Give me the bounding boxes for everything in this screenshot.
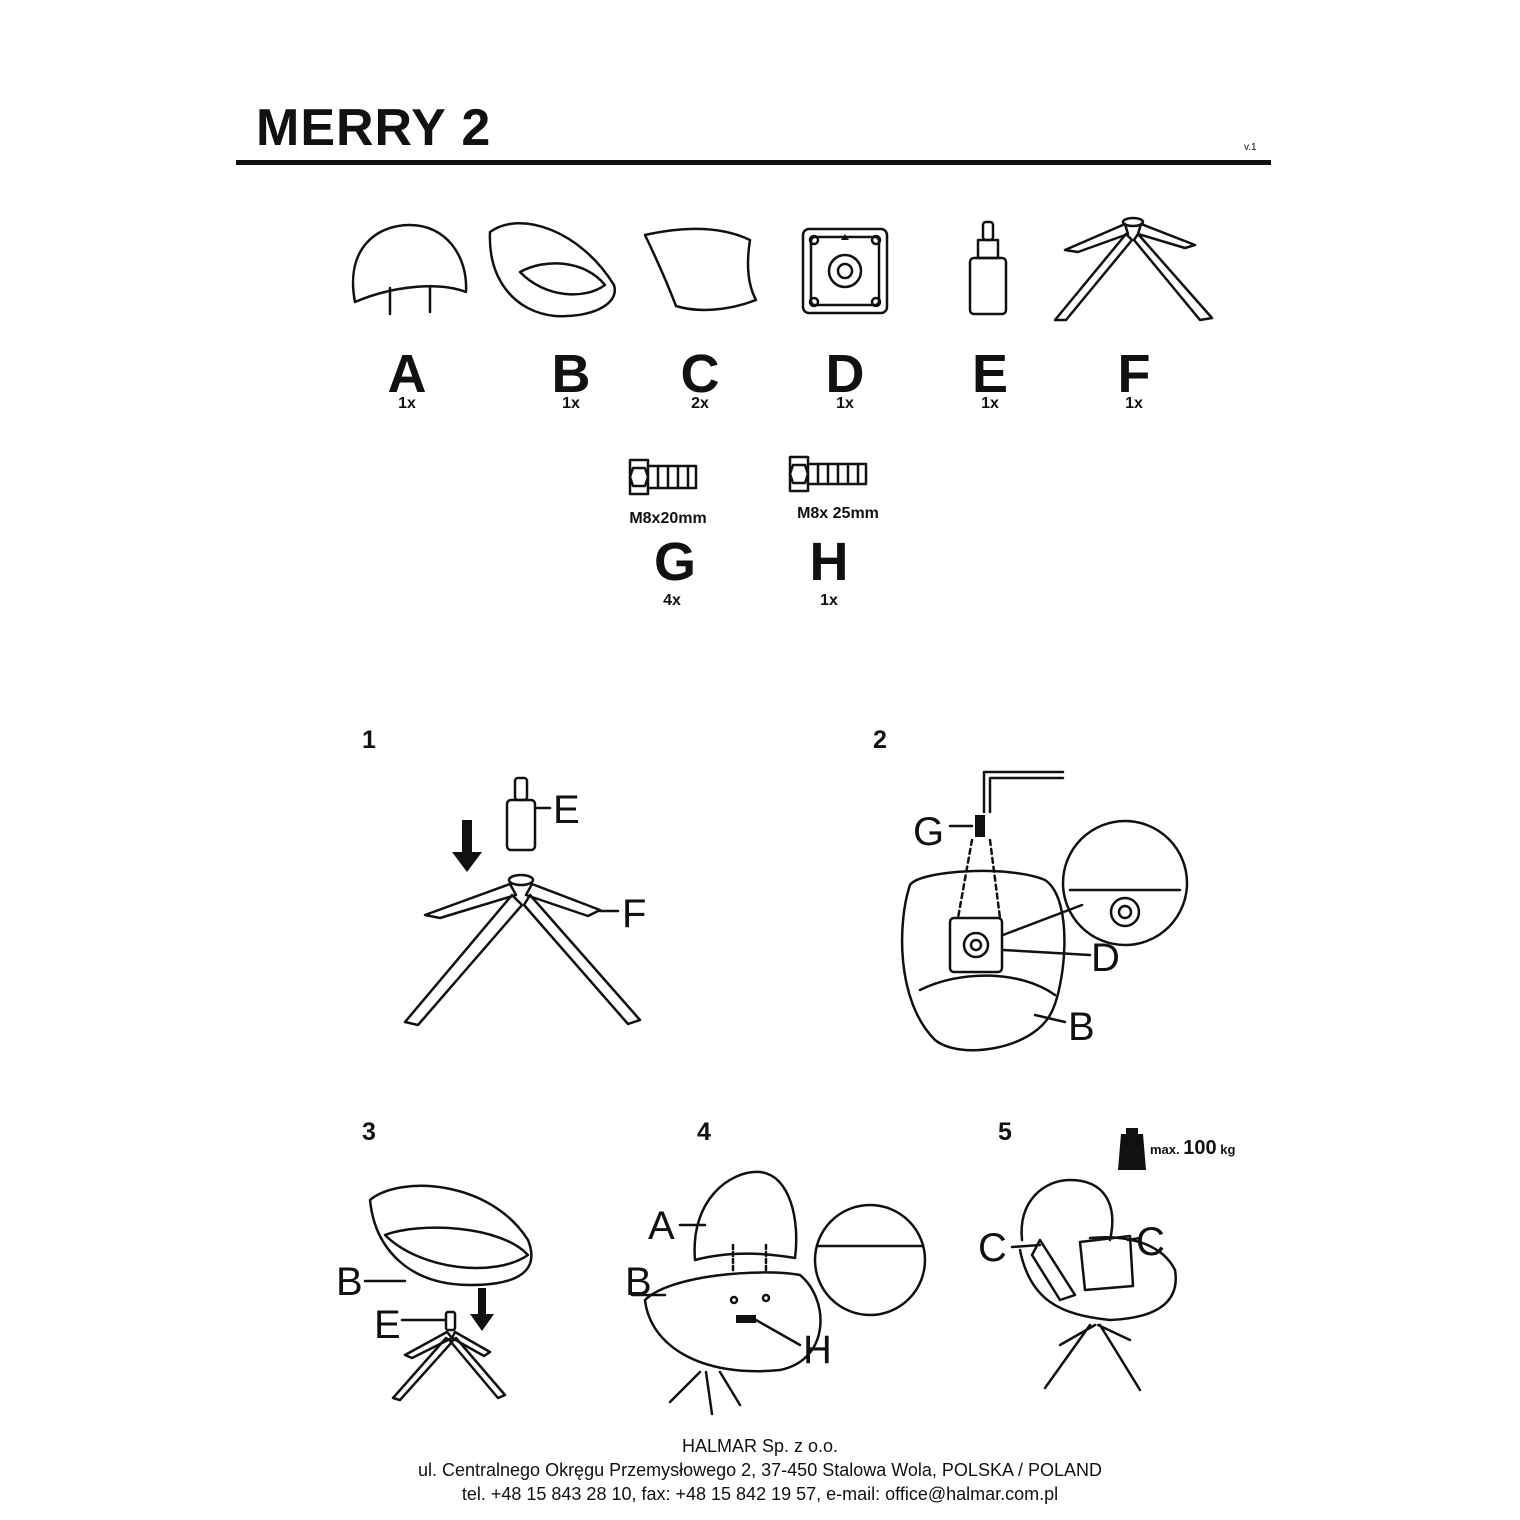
document-title: MERRY 2: [256, 99, 492, 157]
footer-contact: tel. +48 15 843 28 10, fax: +48 15 842 1…: [461, 1484, 1059, 1504]
max-load-unit: kg: [1220, 1142, 1236, 1157]
step-4-label-a: A: [648, 1204, 675, 1248]
step-3-label-b: B: [336, 1260, 363, 1304]
part-e-letter: E: [971, 344, 1009, 404]
step-3-label-e: E: [374, 1303, 401, 1347]
max-load-value: 100: [1183, 1137, 1217, 1159]
part-b-seat-drawing: [488, 222, 616, 318]
part-f-letter: F: [1117, 344, 1151, 404]
screw-g-drawing: [628, 458, 698, 496]
part-c-cushion-drawing: [643, 227, 758, 312]
part-d-plate-drawing: [801, 227, 889, 315]
part-d-qty: 1x: [836, 395, 854, 412]
step-5-label-c-right: C: [1136, 1220, 1165, 1264]
step-1-label-f: F: [622, 892, 647, 936]
step-4-label-b: B: [625, 1260, 652, 1304]
footer-company: HALMAR Sp. z o.o.: [681, 1436, 839, 1456]
part-b-qty: 1x: [562, 395, 580, 412]
part-e-cylinder-drawing: [968, 220, 1008, 316]
step-3-drawing: [363, 1184, 533, 1402]
step-1-label-e: E: [553, 788, 580, 832]
title-rule: [236, 160, 1271, 165]
part-c-letter: C: [680, 344, 720, 404]
part-f-base-drawing: [1053, 216, 1214, 322]
screw-g-qty: 4x: [663, 592, 681, 609]
step-5-number: 5: [998, 1118, 1012, 1146]
part-e-qty: 1x: [981, 395, 999, 412]
part-c-qty: 2x: [691, 395, 709, 412]
screw-g-size: M8x20mm: [629, 510, 707, 527]
max-load-label: max. 100 kg: [1150, 1137, 1235, 1160]
part-f-qty: 1x: [1125, 395, 1143, 412]
step-5-label-c-left: C: [978, 1226, 1007, 1270]
screw-g-letter: G: [653, 532, 696, 592]
version-label: v.1: [1244, 142, 1257, 153]
screw-h-size: M8x 25mm: [797, 505, 879, 522]
footer-address: ul. Centralnego Okręgu Przemysłowego 2, …: [417, 1460, 1102, 1480]
step-2-number: 2: [873, 726, 887, 754]
step-4-label-h: H: [803, 1328, 832, 1372]
step-2-label-g: G: [913, 810, 945, 854]
part-d-letter: D: [825, 344, 865, 404]
step-2-label-d: D: [1091, 936, 1120, 980]
step-1-number: 1: [362, 726, 376, 754]
step-4-drawing: [630, 1170, 927, 1416]
screw-h-qty: 1x: [820, 592, 838, 609]
step-1-drawing: [403, 776, 642, 1027]
part-a-backrest-drawing: [351, 223, 468, 316]
step-3-number: 3: [362, 1118, 376, 1146]
step-2-label-b: B: [1068, 1005, 1095, 1049]
screw-h-letter: H: [809, 532, 849, 592]
step-2-drawing: [900, 770, 1189, 1052]
screw-h-drawing: [788, 455, 868, 493]
step-4-number: 4: [697, 1118, 711, 1146]
part-a-qty: 1x: [398, 395, 416, 412]
step-5-drawing: [1010, 1128, 1177, 1392]
max-load-prefix: max.: [1150, 1142, 1180, 1157]
part-b-letter: B: [551, 344, 591, 404]
part-a-letter: A: [387, 344, 427, 404]
